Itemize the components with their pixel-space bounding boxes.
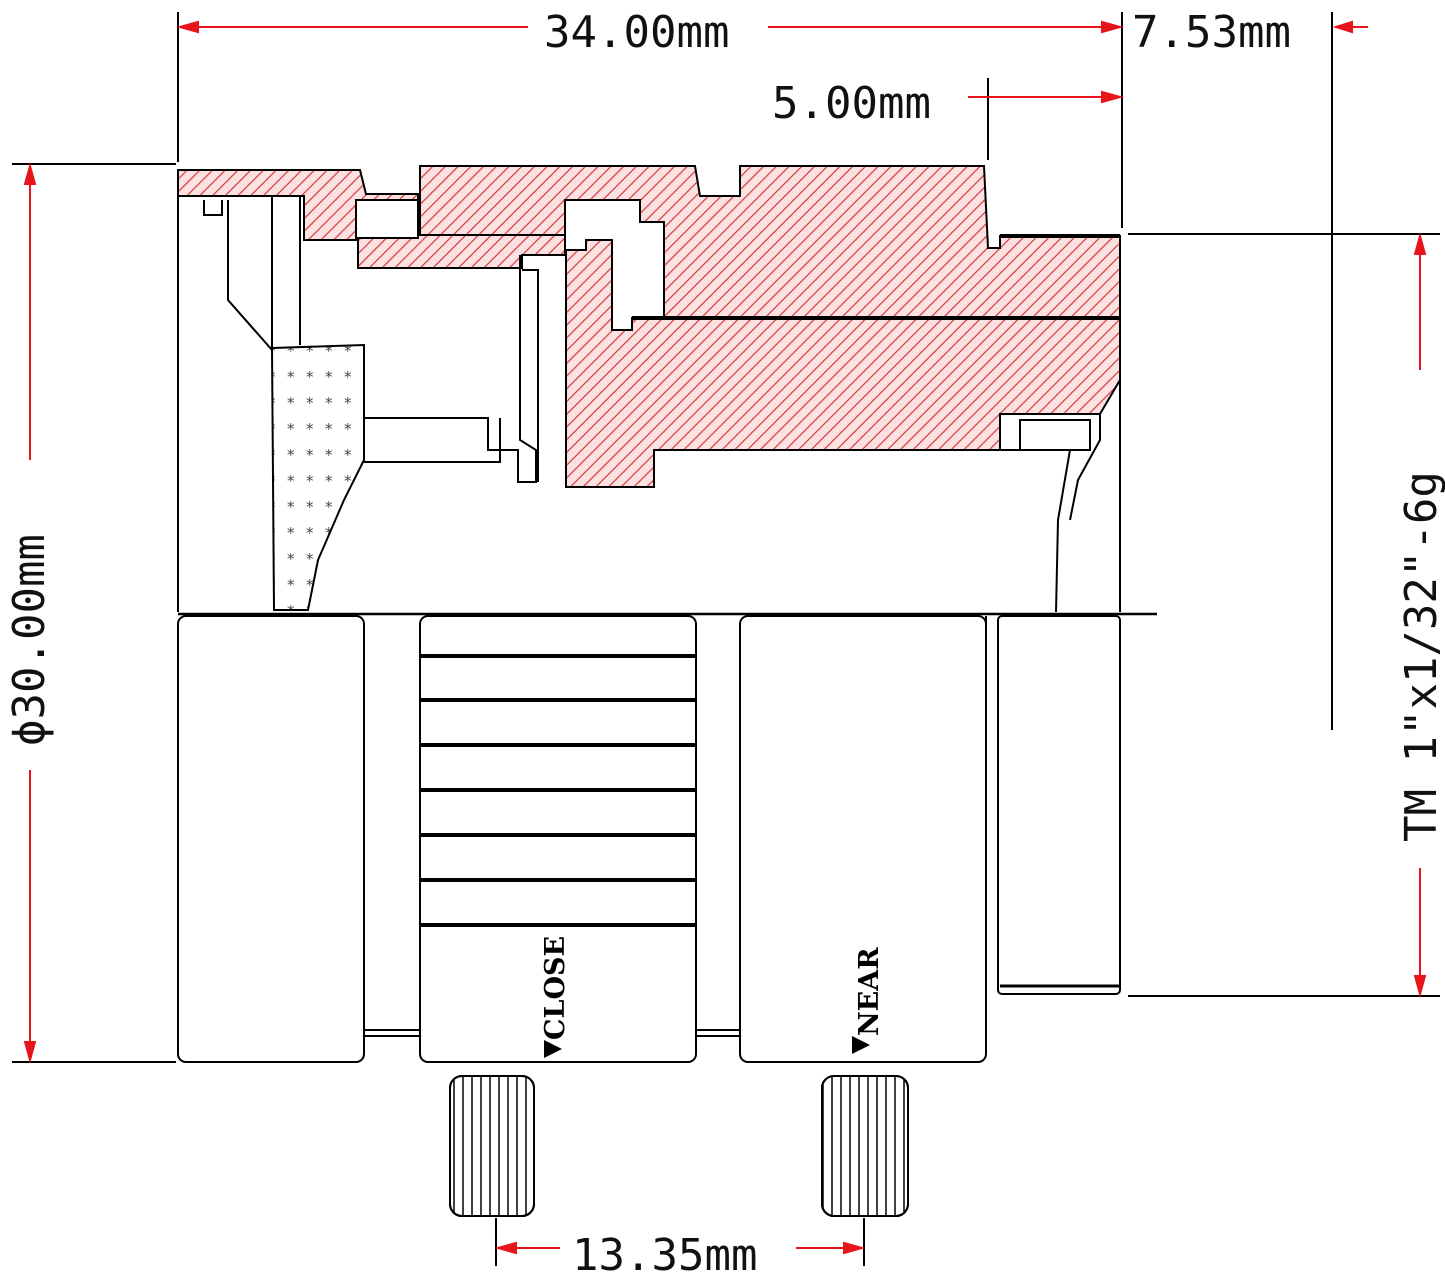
dimension-lines [12,12,1440,1266]
hatched-mid-ring [419,165,1121,488]
ring-label-near: NEAR [852,947,885,1054]
front-ring-exterior [177,615,365,1063]
dim-back-length: 7.53mm [1132,7,1291,58]
focus-lock-knob [821,1075,909,1217]
dim-thread-length: 5.00mm [772,78,931,129]
ring-label-close: CLOSE [540,936,571,1058]
close-label: CLOSE [540,936,571,1040]
lens-element [270,343,365,611]
mount-exterior [997,615,1121,995]
dim-overall-length: 34.00mm [544,7,729,58]
grip-grooves [420,654,696,927]
iris-ring [419,615,697,1063]
dim-thread-spec: TM 1"x1/32"-6g [1396,471,1445,842]
exterior-view [177,615,1121,1063]
iris-lock-knob [449,1075,535,1217]
section-view [177,165,1121,613]
near-label: NEAR [854,947,885,1036]
dim-knob-spacing: 13.35mm [572,1230,757,1280]
dim-diameter: ϕ30.00mm [4,534,55,746]
